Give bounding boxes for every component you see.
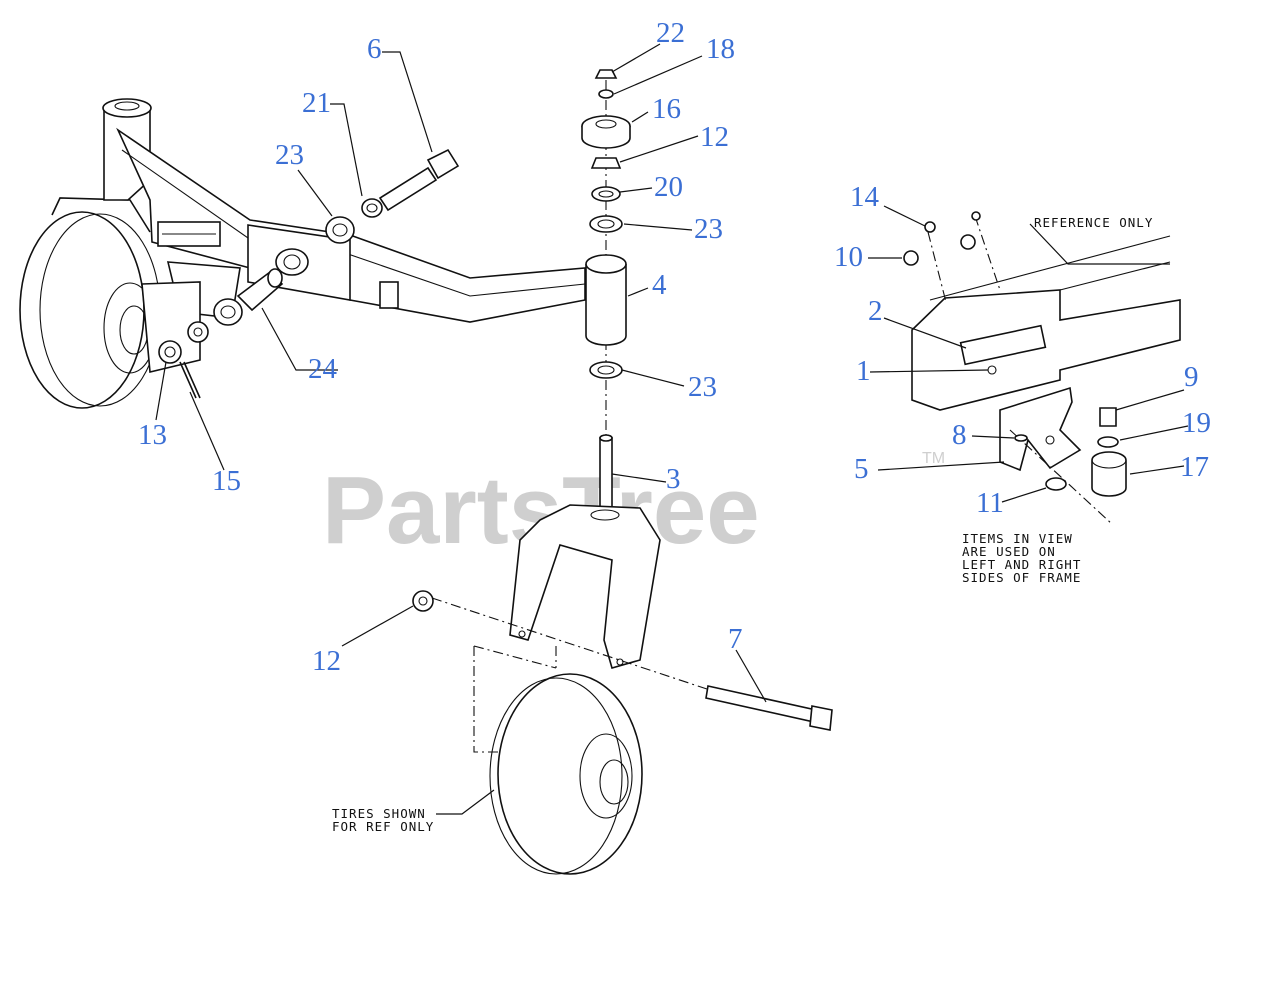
callout-12-upper[interactable]: 12 [700,121,729,153]
note-items-line-2: ARE USED ON [962,544,1056,559]
callout-24[interactable]: 24 [308,353,338,385]
frame-detail-drawing [903,211,1181,525]
callout-14[interactable]: 14 [850,181,880,213]
callout-23-lower[interactable]: 23 [688,371,717,403]
note-tires-line-2: FOR REF ONLY [332,819,434,834]
callout-23-upper[interactable]: 23 [694,213,723,245]
callout-8[interactable]: 8 [952,419,967,451]
callout-1[interactable]: 1 [856,355,871,387]
callouts: 6 21 23 22 18 16 12 20 23 4 23 24 13 15 … [138,17,1211,677]
callout-18[interactable]: 18 [706,33,735,65]
callout-9[interactable]: 9 [1184,361,1199,393]
note-items-line-3: LEFT AND RIGHT [962,557,1081,572]
callout-22[interactable]: 22 [656,17,685,49]
callout-7[interactable]: 7 [728,623,743,655]
callout-11[interactable]: 11 [976,487,1004,519]
callout-20[interactable]: 20 [654,171,683,203]
callout-10[interactable]: 10 [834,241,863,273]
callout-17[interactable]: 17 [1180,451,1209,483]
callout-5[interactable]: 5 [854,453,869,485]
notes: REFERENCE ONLY ITEMS IN VIEW ARE USED ON… [332,215,1153,834]
note-tires-line-1: TIRES SHOWN [332,806,426,821]
callout-12-lower[interactable]: 12 [312,645,341,677]
callout-23-axle[interactable]: 23 [275,139,304,171]
callout-16[interactable]: 16 [652,93,681,125]
callout-2[interactable]: 2 [868,295,883,327]
callout-21[interactable]: 21 [302,87,331,119]
callout-3[interactable]: 3 [666,463,681,495]
note-items-line-1: ITEMS IN VIEW [962,531,1073,546]
leader-lines [155,43,1189,815]
callout-13[interactable]: 13 [138,419,167,451]
watermark-trademark: TM [922,450,945,467]
note-items-line-4: SIDES OF FRAME [962,570,1081,585]
note-reference-only: REFERENCE ONLY [1034,215,1153,230]
callout-4[interactable]: 4 [652,269,667,301]
callout-6[interactable]: 6 [367,33,382,65]
front-axle-drawing [19,98,586,409]
callout-19[interactable]: 19 [1182,407,1211,439]
callout-15[interactable]: 15 [212,465,241,497]
caster-stack-drawing [412,69,833,875]
